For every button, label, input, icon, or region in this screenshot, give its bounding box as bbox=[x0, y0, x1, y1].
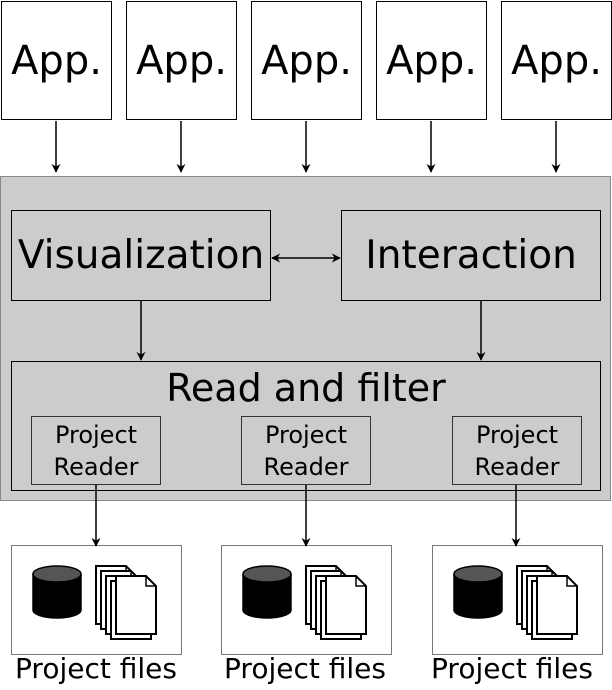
app-box: App. bbox=[501, 1, 612, 120]
project-reader-line2: Reader bbox=[474, 452, 560, 481]
database-icon bbox=[453, 565, 503, 619]
project-reader-line1: Project bbox=[475, 420, 559, 449]
document-stack-icon bbox=[305, 565, 367, 640]
app-label: App. bbox=[386, 37, 477, 84]
database-icon bbox=[242, 565, 292, 619]
document-stack-icon bbox=[516, 565, 578, 640]
project-reader-line1: Project bbox=[54, 420, 138, 449]
app-label: App. bbox=[11, 37, 102, 84]
project-files-label: Project files bbox=[224, 652, 386, 685]
app-label: App. bbox=[136, 37, 227, 84]
database-icon bbox=[32, 565, 82, 619]
app-label: App. bbox=[261, 37, 352, 84]
visualization-module: Visualization bbox=[11, 210, 271, 301]
project-reader: Project Reader bbox=[452, 416, 582, 485]
project-reader-line2: Reader bbox=[53, 452, 139, 481]
project-reader: Project Reader bbox=[31, 416, 161, 485]
project-files-label: Project files bbox=[431, 652, 593, 685]
visualization-label: Visualization bbox=[17, 233, 265, 278]
interaction-label: Interaction bbox=[365, 233, 577, 278]
read-filter-title: Read and filter bbox=[166, 366, 446, 410]
document-stack-icon bbox=[95, 565, 157, 640]
app-box: App. bbox=[126, 1, 237, 120]
project-reader-line2: Reader bbox=[263, 452, 349, 481]
app-label: App. bbox=[511, 37, 602, 84]
project-files-label: Project files bbox=[15, 652, 177, 685]
interaction-module: Interaction bbox=[341, 210, 601, 301]
app-box: App. bbox=[251, 1, 362, 120]
app-box: App. bbox=[376, 1, 487, 120]
app-box: App. bbox=[1, 1, 112, 120]
project-reader-line1: Project bbox=[264, 420, 348, 449]
project-reader: Project Reader bbox=[241, 416, 371, 485]
